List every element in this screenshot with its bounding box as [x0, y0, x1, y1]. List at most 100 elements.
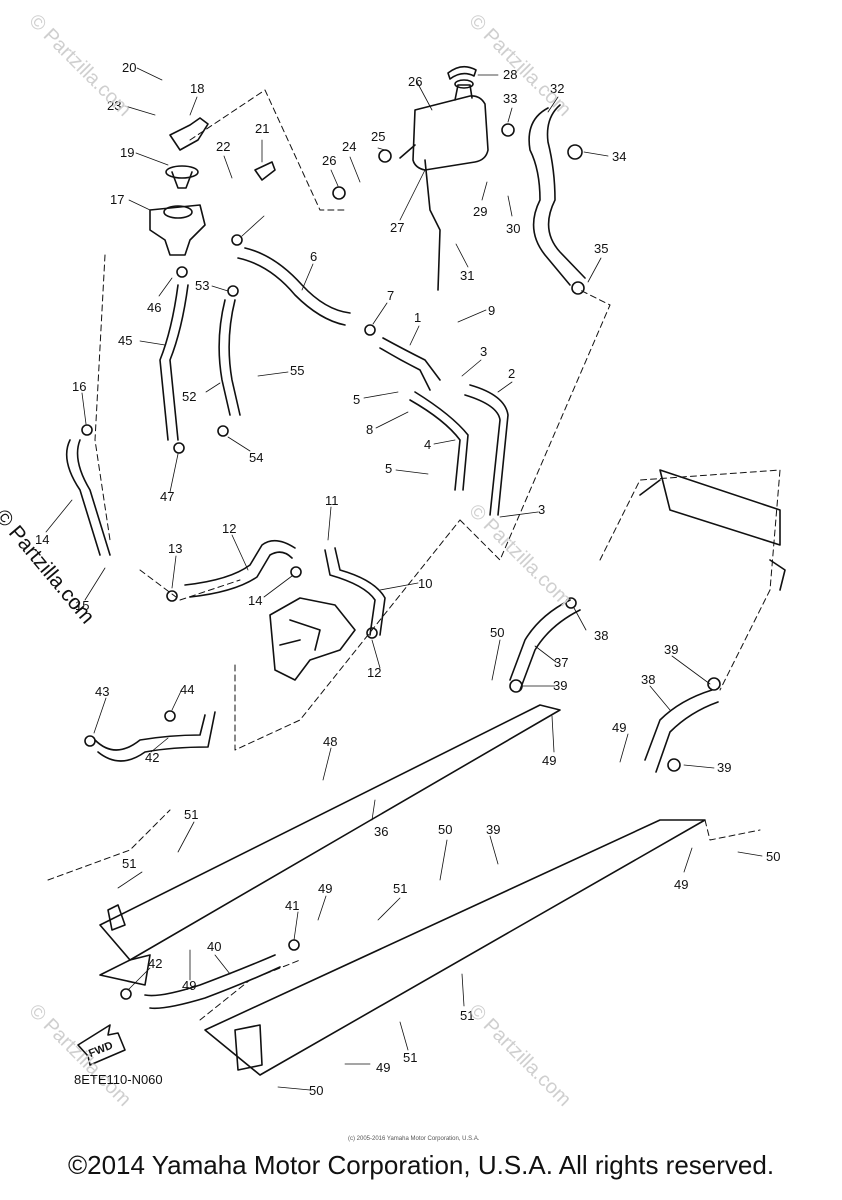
hose-41: [144, 954, 281, 1010]
callout: 1: [414, 310, 421, 325]
callout: 13: [168, 541, 182, 556]
thermostat: [165, 165, 199, 179]
callout: 10: [418, 576, 432, 591]
heat-exchanger-37: [99, 704, 561, 986]
callout: 50: [490, 625, 504, 640]
callout: 55: [290, 363, 304, 378]
callout: 4: [424, 437, 431, 452]
hose-11: [324, 547, 386, 636]
hose-1: [379, 337, 441, 391]
callout: 41: [285, 898, 299, 913]
callout: 22: [216, 139, 230, 154]
hose-13: [184, 539, 296, 598]
callout: 14: [248, 593, 262, 608]
callout: 35: [594, 241, 608, 256]
callout: 39: [664, 642, 678, 657]
callout: 20: [122, 60, 136, 75]
callout: 49: [612, 720, 626, 735]
callout: 49: [318, 881, 332, 896]
callout: 50: [438, 822, 452, 837]
callout: 38: [641, 672, 655, 687]
callout: 54: [249, 450, 263, 465]
callout: 32: [550, 81, 564, 96]
reservoir-cap: [447, 65, 477, 80]
callout: 24: [342, 139, 356, 154]
callout: 49: [542, 753, 556, 768]
callout: 3: [538, 502, 545, 517]
thermostat-housing: [149, 204, 206, 256]
callout: 14: [35, 532, 49, 547]
callout: 36: [374, 824, 388, 839]
small-copyright: (c) 2005-2016 Yamaha Motor Corporation, …: [348, 1136, 480, 1142]
temp-sensor: [254, 161, 276, 181]
callout: 33: [503, 91, 517, 106]
callout: 11: [325, 493, 339, 508]
callout: 40: [207, 939, 221, 954]
outlet-19: [169, 117, 209, 151]
callout: 28: [503, 67, 517, 82]
callout: 37: [554, 655, 568, 670]
callout: 7: [387, 288, 394, 303]
diagram-code: 8ETE110-N060: [74, 1072, 163, 1087]
callout: 16: [72, 379, 86, 394]
callout: 6: [310, 249, 317, 264]
hose-43: [94, 711, 216, 762]
water-pump: [269, 597, 356, 681]
callout: 50: [309, 1083, 323, 1098]
callout: 23: [107, 98, 121, 113]
callout-labels: 1 2 3 3 4 5 5 6 7 8 9 10 11 12 12 13 14 …: [35, 60, 780, 1098]
callout: 48: [323, 734, 337, 749]
callout: 51: [393, 881, 407, 896]
callout: 8: [366, 422, 373, 437]
callout: 27: [390, 220, 404, 235]
callout: 50: [766, 849, 780, 864]
callout: 12: [367, 665, 381, 680]
callout: 25: [371, 129, 385, 144]
callout: 26: [322, 153, 336, 168]
hose-15: [65, 439, 111, 556]
hose-2: [464, 384, 509, 516]
callout: 3: [480, 344, 487, 359]
hose-46: [159, 284, 189, 441]
radiator: [639, 469, 786, 591]
callout: 15: [75, 598, 89, 613]
callout: 39: [486, 822, 500, 837]
callout: 44: [180, 682, 194, 697]
callout: 51: [460, 1008, 474, 1023]
heat-exchanger-40: [204, 819, 706, 1076]
callout: 51: [403, 1050, 417, 1065]
callout: 52: [182, 389, 196, 404]
callout: 49: [182, 978, 196, 993]
callout: 49: [376, 1060, 390, 1075]
callout: 34: [612, 149, 626, 164]
callout: 38: [594, 628, 608, 643]
callout: 12: [222, 521, 236, 536]
callout: 51: [184, 807, 198, 822]
hose-38a: [509, 599, 581, 691]
hose-52: [218, 299, 241, 416]
callout: 31: [460, 268, 474, 283]
callout: 39: [717, 760, 731, 775]
callout: 21: [255, 121, 269, 136]
callout: 19: [120, 145, 134, 160]
callout: 46: [147, 300, 161, 315]
callout: 2: [508, 366, 515, 381]
callout: 18: [190, 81, 204, 96]
callout: 53: [195, 278, 209, 293]
fwd-arrow: [77, 1024, 126, 1066]
reservoir-tank: [399, 79, 489, 291]
callout: 42: [145, 750, 159, 765]
callout: 5: [353, 392, 360, 407]
callout: 49: [674, 877, 688, 892]
callout: 43: [95, 684, 109, 699]
callout: 30: [506, 221, 520, 236]
callout: 5: [385, 461, 392, 476]
callout: 9: [488, 303, 495, 318]
callout: 51: [122, 856, 136, 871]
hose-4: [409, 391, 469, 491]
hose-33: [528, 104, 586, 286]
callout: 39: [553, 678, 567, 693]
leader-lines: [45, 67, 763, 1091]
callout: 29: [473, 204, 487, 219]
callout: 17: [110, 192, 124, 207]
